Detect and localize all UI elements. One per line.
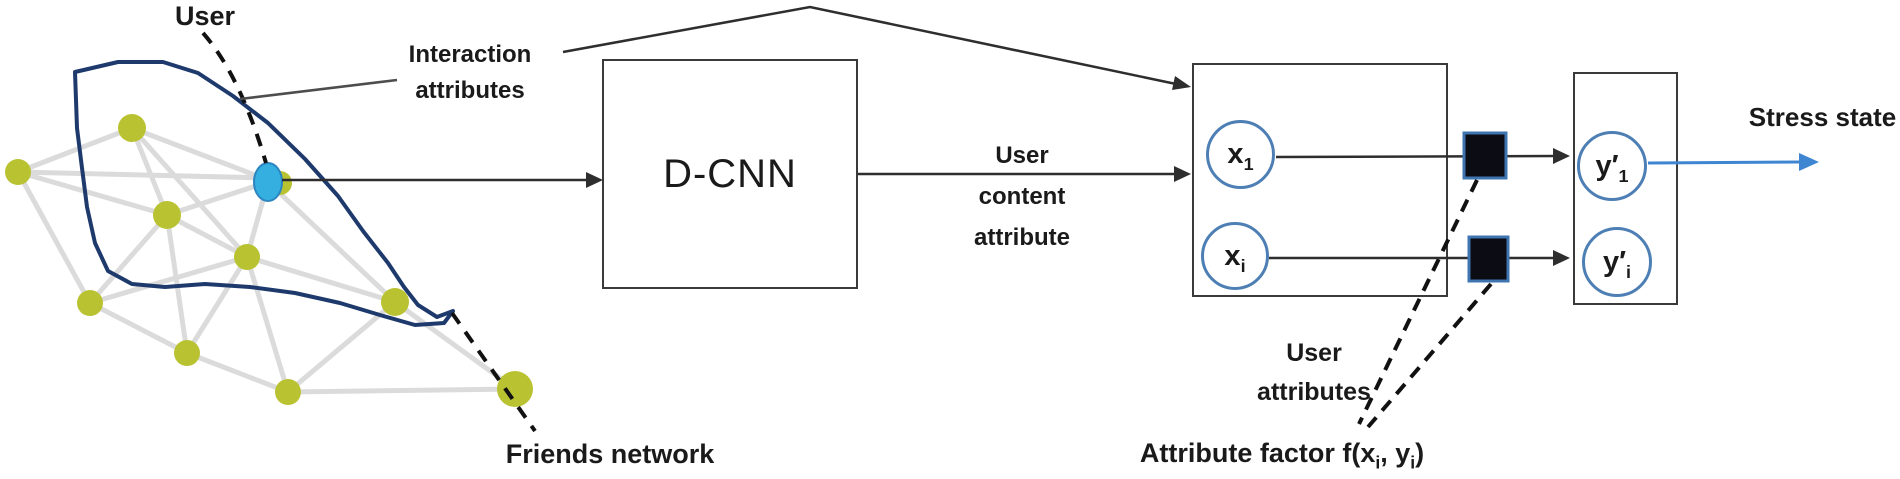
user-attributes-label-line2: attributes	[1257, 378, 1371, 406]
unit-circle-xi: xi	[1201, 222, 1269, 290]
dcnn-box-label: D-CNN	[663, 151, 797, 196]
friend-node	[118, 114, 146, 142]
network-edge	[129, 125, 271, 183]
user-content-attribute-line1: User	[995, 142, 1049, 169]
stress-state-arrowhead	[1799, 153, 1819, 171]
unit-label-x1: x1	[1227, 138, 1254, 174]
friend-node	[268, 171, 292, 195]
network-edge	[184, 254, 250, 356]
network-edge	[87, 212, 170, 306]
friends-network-label: Friends network	[505, 439, 715, 469]
network-edge	[129, 125, 170, 218]
dcnn-to-attributes-arrowhead	[1174, 166, 1191, 182]
user-attributes-label-line1: User	[1286, 339, 1342, 367]
network-edge	[392, 299, 518, 392]
network-edge	[285, 386, 518, 395]
user-to-dcnn-arrowhead	[586, 172, 603, 188]
unit-label-y1: y′1	[1595, 149, 1629, 186]
attribute-factor-square	[1467, 235, 1510, 283]
user-label: User	[174, 1, 236, 31]
network-edge	[129, 125, 250, 260]
user-content-attribute-line3: attribute	[974, 224, 1070, 251]
network-edge	[164, 179, 271, 218]
network-edge	[87, 254, 250, 306]
friend-node	[153, 201, 181, 229]
network-edge	[15, 169, 93, 306]
unit-circle-x1: x1	[1206, 120, 1275, 189]
interaction-attributes-label-line1: Interaction	[408, 41, 532, 68]
network-edge	[164, 212, 190, 356]
interaction-attributes-pointer-line	[239, 78, 398, 101]
user-attributes-label: User attributes	[1233, 334, 1395, 412]
friend-node	[174, 340, 200, 366]
stress-state-label: Stress state	[1748, 102, 1897, 132]
dcnn-box: D-CNN	[602, 59, 858, 289]
network-edge	[265, 179, 398, 305]
interaction-attributes-arrowhead	[1172, 76, 1191, 90]
output-box	[1573, 72, 1678, 305]
friend-node	[381, 288, 409, 316]
network-edge	[15, 169, 271, 181]
attribute-factor-square	[1462, 131, 1508, 180]
network-edge	[15, 125, 135, 175]
friend-node	[275, 379, 301, 405]
user-pointer-dashed-line	[201, 31, 268, 164]
friends-network-pointer-dashed-line	[450, 311, 537, 433]
x1-to-y1-arrowhead	[1553, 148, 1570, 164]
unit-circle-yi: y′i	[1582, 227, 1652, 297]
network-edge	[244, 179, 271, 260]
network-edges	[15, 125, 518, 395]
friend-node	[5, 159, 31, 185]
network-edge	[87, 300, 190, 356]
friend-node	[234, 244, 260, 270]
network-edge	[164, 212, 250, 260]
attribute-factor-label: Attribute factor f(xi, yi)	[1139, 438, 1425, 473]
interaction-attributes-label-line2: attributes	[415, 77, 525, 104]
user-content-attribute-label: User content attribute	[932, 135, 1112, 258]
unit-circle-y1: y′1	[1577, 131, 1647, 201]
friend-node	[77, 290, 103, 316]
user-node	[253, 162, 283, 202]
network-edge	[285, 299, 398, 395]
xi-to-yi-arrowhead	[1553, 250, 1570, 266]
unit-label-xi: xi	[1224, 239, 1246, 276]
network-edge	[15, 169, 170, 218]
network-edge	[184, 350, 291, 395]
network-nodes	[5, 114, 533, 407]
network-edge	[244, 254, 398, 305]
user-content-attribute-line2: content	[978, 183, 1066, 210]
interaction-attributes-label: Interaction attributes	[385, 37, 555, 109]
network-edge	[244, 254, 291, 395]
unit-label-yi: y′i	[1602, 245, 1632, 282]
friend-node	[497, 371, 533, 407]
